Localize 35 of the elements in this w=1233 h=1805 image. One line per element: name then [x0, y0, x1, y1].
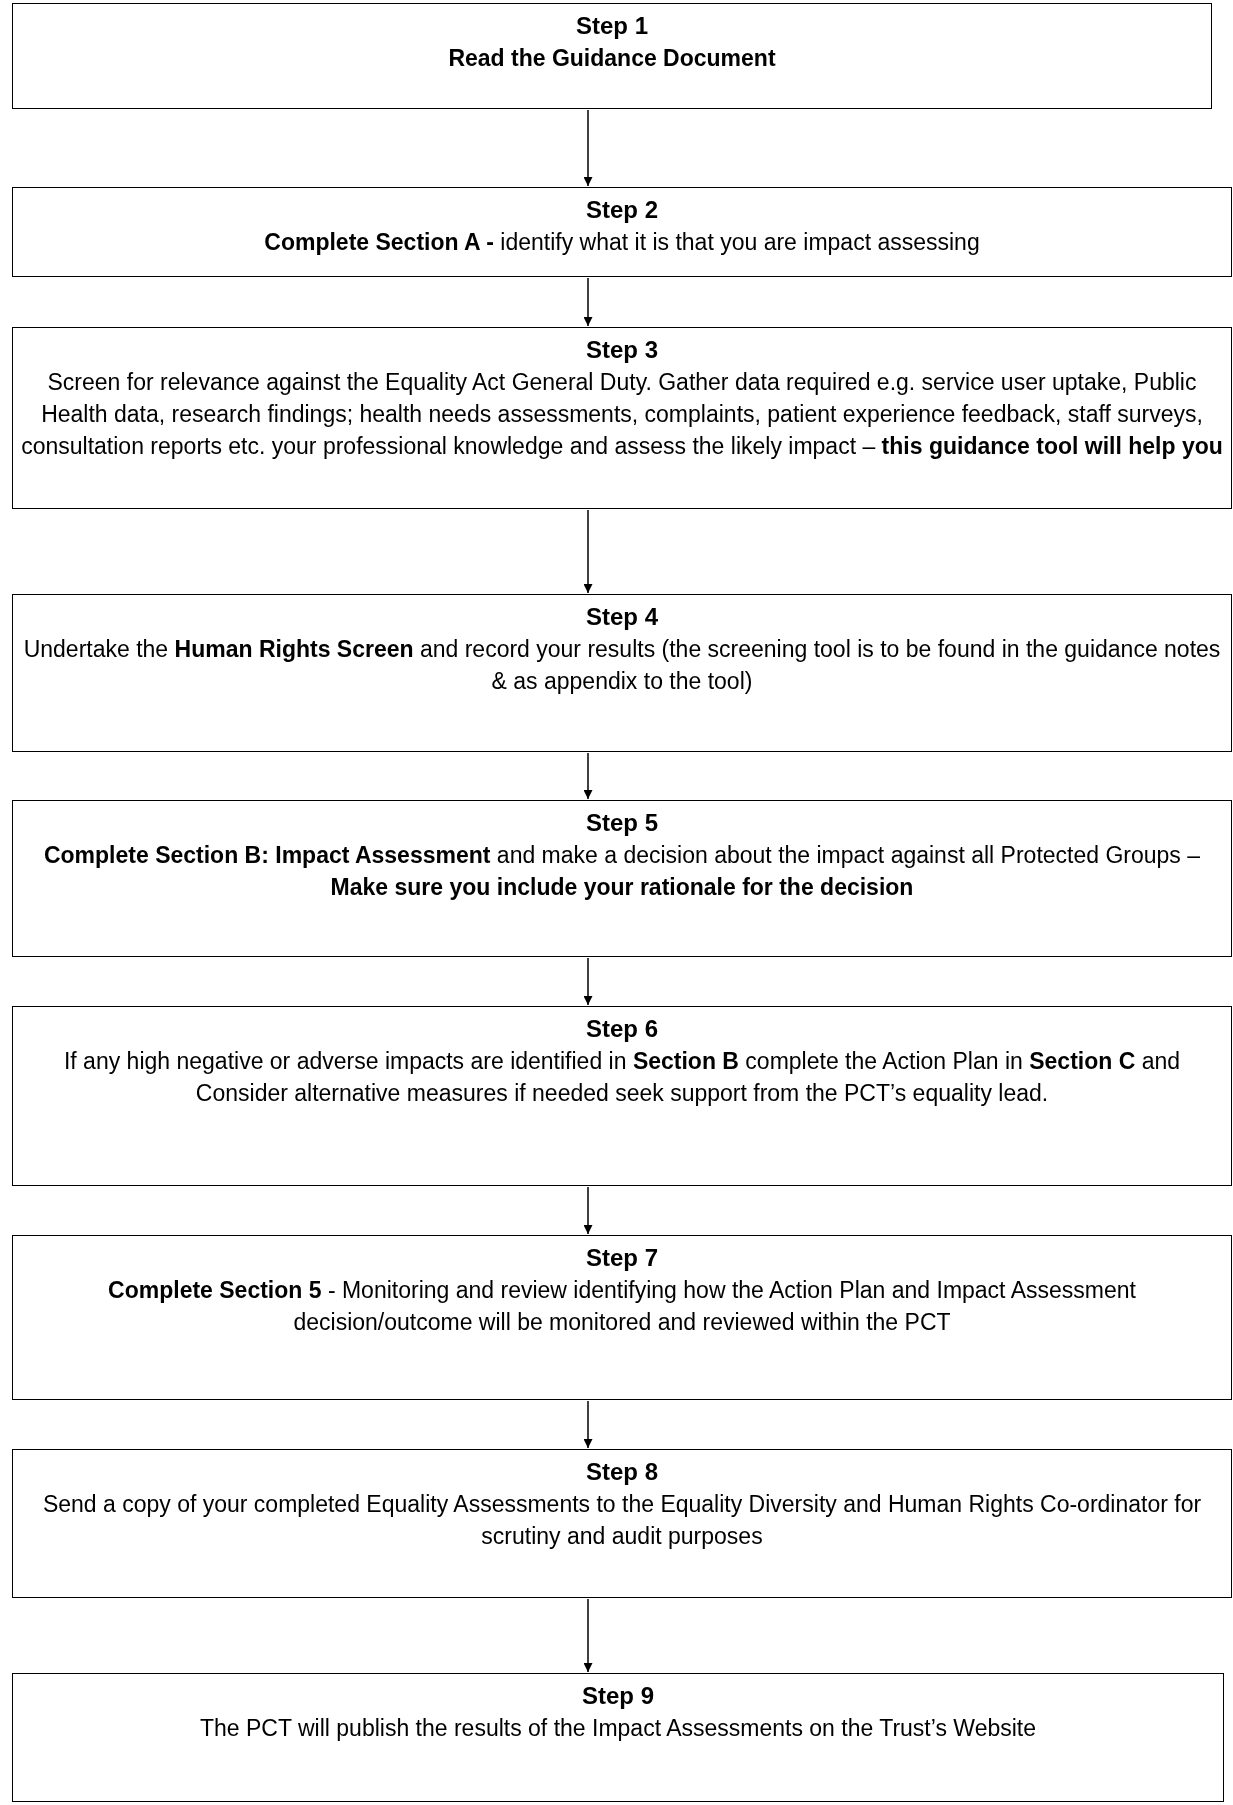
- step-title: Step 1: [575, 11, 649, 41]
- step-title: Step 7: [585, 1243, 659, 1273]
- arrow: [583, 957, 593, 1006]
- step-title: Step 9: [581, 1681, 655, 1711]
- arrow: [583, 277, 593, 327]
- step-box: [12, 187, 1232, 277]
- step-title: Step 2: [585, 195, 659, 225]
- step-box: [12, 1235, 1232, 1400]
- step-description: Screen for relevance against the Equality Act General Duty. Gather data required e.g. service user uptake, Public Health data, research findings; health needs assessments, complaints, patient experience feedback, staff surveys, consultation reports etc. your professional knowledge and assess the likely impact – this guidance tool will help you: [21, 368, 1223, 461]
- step-box: [12, 594, 1232, 752]
- arrow: [583, 1186, 593, 1235]
- step-description: Send a copy of your completed Equality Assessments to the Equality Diversity and Human Rights Co-ordinator for scrutiny and audit purposes: [41, 1490, 1203, 1551]
- step-description: If any high negative or adverse impacts are identified in Section B complete the Action Plan in Section C and Consider alternative measures if needed seek support from the PCT’s equality lead.: [62, 1047, 1182, 1108]
- arrow: [583, 752, 593, 800]
- step-box: [12, 3, 1212, 109]
- step-title: Step 8: [585, 1457, 659, 1487]
- step-title: Step 3: [585, 335, 659, 365]
- arrow: [583, 1598, 593, 1673]
- step-title: Step 4: [585, 602, 659, 632]
- step-title: Step 6: [585, 1014, 659, 1044]
- step-description: Complete Section B: Impact Assessment and make a decision about the impact against all Protected Groups – Make sure you include your rationale for the decision: [42, 841, 1202, 902]
- step-box: [12, 327, 1232, 509]
- step-title: Step 5: [585, 808, 659, 838]
- arrow: [583, 1400, 593, 1449]
- step-box: [12, 1449, 1232, 1598]
- step-description: Complete Section 5 - Monitoring and review identifying how the Action Plan and Impact Assessment decision/outcome will be monitored and reviewed within the PCT: [107, 1276, 1137, 1337]
- step-description: Undertake the Human Rights Screen and record your results (the screening tool is to be found in the guidance notes & as appendix to the tool): [22, 635, 1222, 696]
- step-box: [12, 1006, 1232, 1186]
- step-box: [12, 800, 1232, 957]
- arrow: [583, 509, 593, 594]
- step-description: Read the Guidance Document: [447, 44, 777, 73]
- step-description: The PCT will publish the results of the Impact Assessments on the Trust’s Website: [198, 1714, 1037, 1743]
- step-description: Complete Section A - identify what it is that you are impact assessing: [263, 228, 981, 257]
- step-box: [12, 1673, 1224, 1802]
- arrow: [583, 109, 593, 187]
